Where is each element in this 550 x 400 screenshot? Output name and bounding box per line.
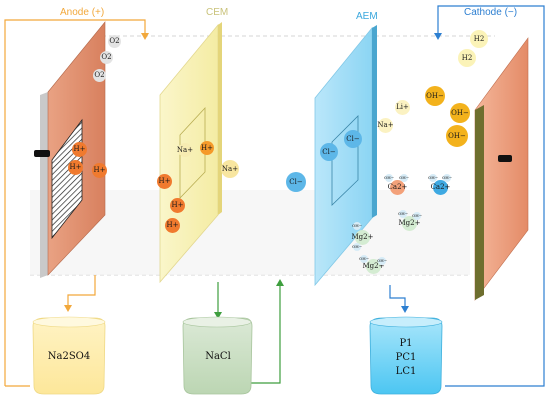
cathode-terminal [498, 155, 512, 162]
aem-membrane [314, 25, 377, 287]
mg-ion: Mg2+ [363, 259, 384, 274]
product-tank-label-1: P1 [399, 338, 413, 349]
cl-minus-ion: Cl− [344, 130, 362, 148]
feed-beaker [182, 316, 253, 395]
na-plus-ion: Na+ [221, 160, 239, 178]
mg-ion: Mg2+ [352, 230, 373, 245]
oh-minus-ion: OH− [351, 243, 363, 251]
oh-minus-ion: OH− [450, 103, 470, 123]
cem-label: CEM [206, 7, 229, 18]
oh-minus-ion: OH− [441, 174, 453, 182]
cathode-loop [389, 5, 545, 387]
h2-bubble: H2 [470, 30, 488, 48]
anode-beaker [32, 316, 106, 395]
h2-bubble: H2 [458, 49, 476, 67]
oh-minus-ion: OH− [351, 222, 363, 230]
oh-minus-ion: OH− [411, 212, 423, 220]
h-plus-ion: H+ [165, 218, 180, 233]
product-tank-label-2: PC1 [395, 352, 417, 363]
h-plus-ion: H+ [72, 142, 87, 157]
oh-minus-ion: OH− [376, 257, 388, 265]
o2-bubble: O2 [93, 69, 106, 82]
feed-tank-label: NaCl [205, 351, 231, 362]
product-beaker [369, 316, 443, 395]
ca-ion: Ca2+ [388, 180, 407, 195]
h-plus-ion: H+ [68, 160, 83, 175]
na-plus-ion: Na+ [177, 143, 193, 157]
mg-ion: Mg2+ [399, 216, 420, 231]
oh-minus-ion: OH− [397, 210, 409, 218]
oh-minus-ion: OH− [358, 255, 370, 263]
ca-ion: Ca2+ [431, 180, 450, 195]
anode-label: Anode (+) [60, 7, 105, 18]
cathode-label: Cathode (−) [464, 7, 518, 18]
oh-minus-ion: OH− [425, 86, 445, 106]
cathode-electrode [474, 37, 529, 301]
h-plus-ion: H+ [92, 163, 107, 178]
anode-loop [4, 19, 149, 387]
cl-minus-ion: Cl− [320, 143, 338, 161]
li-plus-ion: Li+ [395, 100, 410, 115]
anode-terminal [34, 150, 50, 157]
h-plus-ion: H+ [157, 174, 172, 189]
oh-minus-ion: OH− [446, 125, 468, 147]
cl-minus-ion: Cl− [286, 172, 306, 192]
oh-minus-ion: OH− [398, 174, 410, 182]
h-plus-ion: H+ [170, 198, 185, 213]
product-tank-label-3: LC1 [395, 366, 417, 377]
oh-minus-ion: OH− [383, 174, 395, 182]
o2-bubble: O2 [100, 51, 113, 64]
anode-tank-label: Na2SO4 [47, 351, 91, 362]
na-plus-ion: Na+ [377, 118, 394, 133]
oh-minus-ion: OH− [427, 174, 439, 182]
o2-bubble: O2 [108, 35, 121, 48]
h-plus-ion: H+ [200, 141, 214, 155]
feed-loop [214, 279, 284, 384]
aem-label: AEM [356, 11, 378, 22]
